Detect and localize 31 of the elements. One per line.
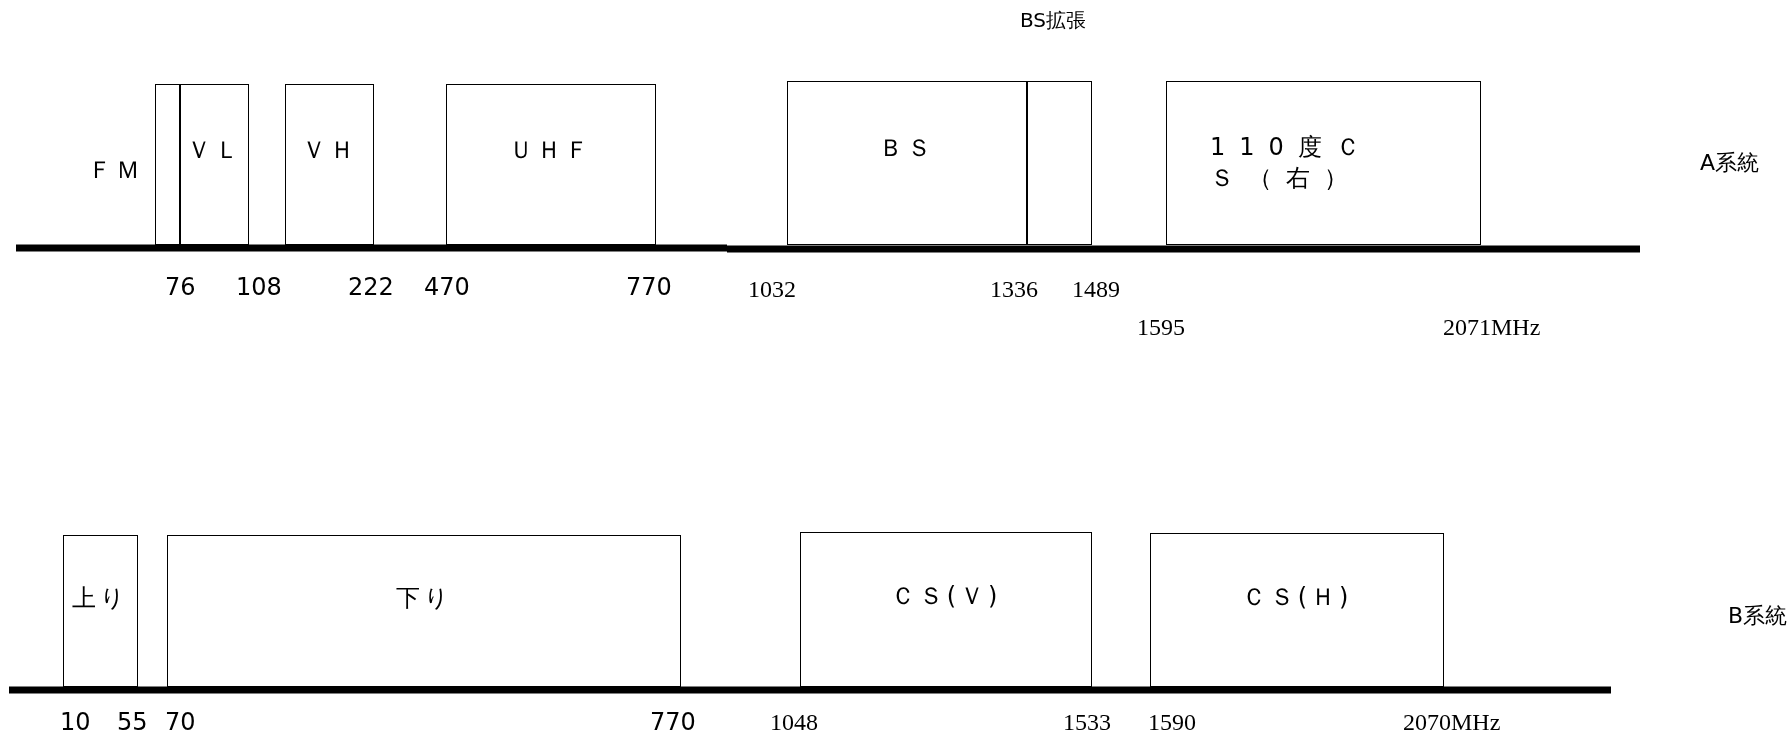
frequency-label: 10 — [60, 710, 91, 734]
frequency-label: 1489 — [1072, 277, 1120, 301]
band-label: 110度ＣＳ（右） — [1210, 132, 1375, 195]
frequency-label: 76 — [165, 275, 196, 299]
frequency-label: 2070MHz — [1403, 710, 1501, 734]
frequency-label: 1595 — [1137, 315, 1185, 339]
frequency-label: 108 — [236, 275, 282, 299]
band-label: 上り — [71, 586, 130, 611]
system-label: B系統 — [1728, 605, 1788, 627]
band-label: ＶＨ — [300, 138, 359, 163]
band-label: ＢＳ — [878, 136, 936, 161]
band-label: ＵＨＦ — [508, 138, 594, 163]
frequency-label: 70 — [165, 710, 196, 734]
band-label: ＶＬ — [185, 138, 244, 163]
band-label: ＣＳ(Ｈ) — [1240, 584, 1354, 609]
frequency-label: 2071MHz — [1443, 315, 1541, 339]
frequency-label: 222 — [348, 275, 394, 299]
frequency-label: 470 — [424, 275, 470, 299]
band-label: ＣＳ(Ｖ) — [889, 584, 1003, 609]
frequency-label: 1336 — [990, 277, 1038, 301]
frequency-label: 1590 — [1148, 710, 1196, 734]
frequency-label: 1032 — [748, 277, 796, 301]
band-label: 下り — [394, 586, 454, 611]
band-label: BS拡張 — [1020, 10, 1087, 30]
band-label: ＦＭ — [88, 158, 144, 182]
frequency-label: 770 — [626, 275, 672, 299]
frequency-label: 1533 — [1063, 710, 1111, 734]
frequency-label: 55 — [117, 710, 148, 734]
system-label: A系統 — [1700, 152, 1760, 174]
frequency-label: 770 — [650, 710, 696, 734]
frequency-label: 1048 — [770, 710, 818, 734]
